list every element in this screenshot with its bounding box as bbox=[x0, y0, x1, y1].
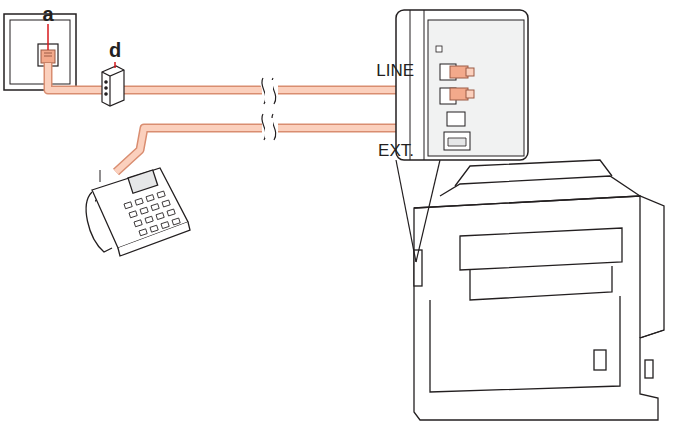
leader-line bbox=[396, 160, 440, 262]
phone-key bbox=[150, 225, 158, 232]
leader-line bbox=[114, 62, 116, 68]
phone-key bbox=[129, 211, 137, 218]
callout-letter: a bbox=[42, 4, 53, 24]
printer bbox=[414, 160, 664, 420]
phone-key bbox=[162, 200, 170, 207]
port-label: EXT. bbox=[378, 142, 414, 159]
phone-key bbox=[134, 220, 142, 227]
leader-line bbox=[47, 24, 49, 50]
wall-plate bbox=[4, 14, 76, 90]
phone-key bbox=[135, 198, 143, 205]
telephone bbox=[86, 168, 190, 256]
port-inset bbox=[396, 10, 528, 160]
phone-key bbox=[157, 191, 165, 198]
phone-key bbox=[146, 195, 154, 202]
phone-key bbox=[145, 216, 153, 223]
callout-letter: d bbox=[109, 40, 121, 60]
port-label: LINE bbox=[376, 62, 414, 79]
phone-key bbox=[172, 218, 180, 225]
phone-key bbox=[156, 213, 164, 220]
phone-key bbox=[161, 222, 169, 229]
phone-key bbox=[151, 204, 159, 211]
break-mark bbox=[259, 76, 276, 140]
splitter bbox=[102, 66, 124, 106]
phone-key bbox=[124, 202, 132, 209]
cable bbox=[48, 63, 452, 172]
phone-key bbox=[140, 207, 148, 214]
cable bbox=[48, 63, 452, 172]
phone-key bbox=[139, 229, 147, 236]
phone-key bbox=[167, 209, 175, 216]
